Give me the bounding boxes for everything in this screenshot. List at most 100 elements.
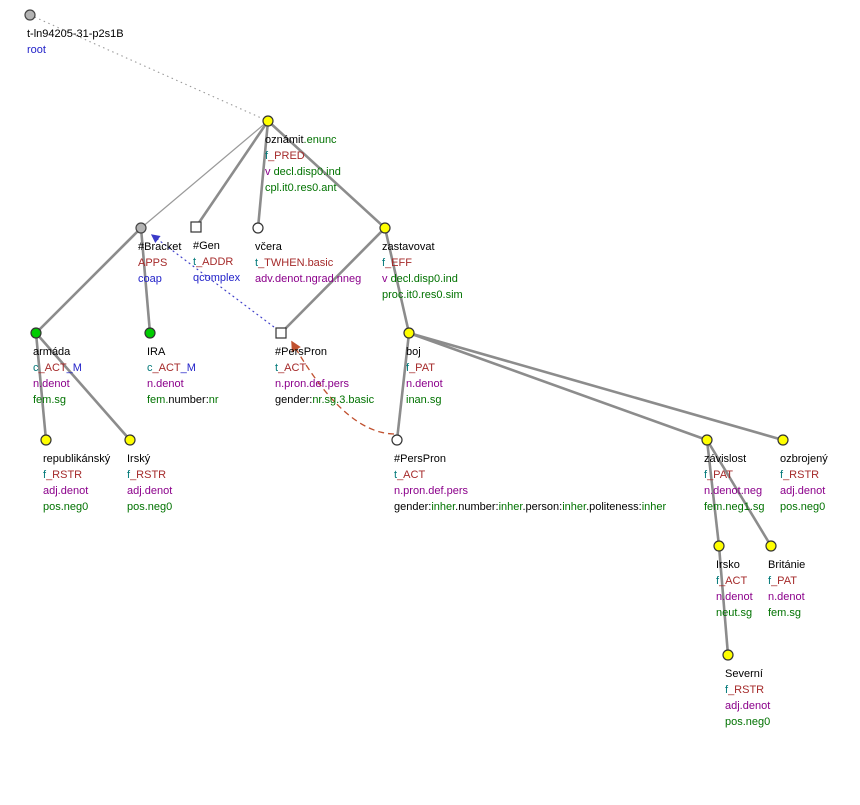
node-label-ozbrojeny-line2: f_RSTR: [780, 467, 828, 483]
node-label-ozbrojeny: ozbrojený f_RSTR adj.denot pos.neg0: [780, 451, 828, 515]
label-segment: f: [127, 469, 131, 481]
tree-node-irsko[interactable]: [713, 540, 725, 552]
label-segment: #Gen: [193, 240, 220, 252]
label-segment: #PersPron: [394, 453, 446, 465]
label-segment: _ACT: [278, 362, 307, 374]
tree-node-root[interactable]: [24, 9, 36, 21]
label-segment: včera: [255, 241, 282, 253]
tree-node-vcera[interactable]: [252, 222, 264, 234]
tree-edge-oznamit-vcera: [256, 120, 270, 229]
node-label-zastavovat-line4: proc.it0.res0.sim: [382, 287, 463, 303]
label-segment: f: [265, 150, 269, 162]
node-label-boj-line4: inan.sg: [406, 392, 443, 408]
label-segment: pos.neg0: [780, 501, 826, 513]
tree-edge-oznamit-gen: [194, 120, 270, 228]
tree-node-ozbrojeny[interactable]: [777, 434, 789, 446]
label-segment: n.denot: [406, 378, 443, 390]
label-segment: c: [147, 362, 153, 374]
tree-edge-boj-ozbrojeny: [408, 331, 784, 442]
tree-edge-zavislost-irsko: [705, 439, 721, 547]
label-segment: _M: [66, 362, 82, 374]
node-label-armada-line1: armáda: [33, 344, 82, 360]
tree-node-ira[interactable]: [144, 327, 156, 339]
node-label-irsko-line1: Irsko: [716, 557, 753, 573]
tree-edge-zastavovat-boj: [383, 227, 411, 334]
coref-arrow-perspron2-perspron1: [291, 340, 395, 435]
node-label-bracket-line2: APPS: [138, 255, 181, 271]
label-segment: _PAT: [409, 362, 435, 374]
label-segment: inher: [562, 501, 587, 513]
tree-node-boj[interactable]: [403, 327, 415, 339]
label-segment: _RSTR: [130, 469, 167, 481]
label-segment: t-ln94205-31-p2s1B: [27, 28, 124, 40]
node-label-perspron2-line3: n.pron.def.pers: [394, 483, 666, 499]
label-segment: _PAT: [707, 469, 733, 481]
tree-node-zavislost[interactable]: [701, 434, 713, 446]
label-segment: adj.denot: [780, 485, 826, 497]
label-segment: inher: [498, 501, 523, 513]
node-label-severni-line3: adj.denot: [725, 698, 770, 714]
label-segment: .person:: [522, 501, 563, 513]
node-label-perspron1-line1: #PersPron: [275, 344, 374, 360]
tree-node-perspron2[interactable]: [391, 434, 403, 446]
label-segment: n.pron.def.pers: [394, 485, 468, 497]
node-label-bracket-line1: #Bracket: [138, 239, 181, 255]
tree-node-irsky[interactable]: [124, 434, 136, 446]
tree-node-republikansky[interactable]: [40, 434, 52, 446]
node-label-vcera-line3: adv.denot.ngrad.nneg: [255, 271, 361, 287]
node-label-armada-line2: c_ACT_M: [33, 360, 82, 376]
label-segment: f: [768, 575, 772, 587]
label-segment: inan.sg: [406, 394, 442, 406]
label-segment: Severní: [725, 668, 763, 680]
label-segment: v: [265, 166, 274, 178]
label-segment: _ACT: [397, 469, 426, 481]
node-label-root: t-ln94205-31-p2s1B root: [27, 26, 124, 58]
tree-node-britanie[interactable]: [765, 540, 777, 552]
node-label-perspron1-line2: t_ACT: [275, 360, 374, 376]
label-segment: ozbrojený: [780, 453, 828, 465]
node-label-oznamit-line4: cpl.it0.res0.ant: [265, 180, 341, 196]
tree-node-perspron1[interactable]: [275, 327, 287, 339]
node-label-republikansky-line3: adj.denot: [43, 483, 110, 499]
label-segment: qcomplex: [193, 272, 241, 284]
label-segment: f: [716, 575, 720, 587]
node-label-republikansky-line4: pos.neg0: [43, 499, 110, 515]
tree-node-gen[interactable]: [190, 221, 202, 233]
label-segment: pos.neg0: [127, 501, 173, 513]
label-segment: cpl.it0.res0.ant: [265, 182, 337, 194]
label-segment: _ACT: [152, 362, 181, 374]
node-label-vcera-line1: včera: [255, 239, 361, 255]
tree-node-oznamit[interactable]: [262, 115, 274, 127]
node-label-root-line2: root: [27, 42, 124, 58]
node-label-perspron2-line4: gender:inher.number:inher.person:inher.p…: [394, 499, 666, 515]
node-label-zavislost-line1: závislost: [704, 451, 765, 467]
node-label-britanie-line4: fem.sg: [768, 605, 805, 621]
tree-node-severni[interactable]: [722, 649, 734, 661]
label-segment: fem.sg: [768, 607, 802, 619]
node-label-oznamit-line1: oznámit.enunc: [265, 132, 341, 148]
tree-edge-boj-perspron2: [395, 332, 411, 441]
node-label-ira-line1: IRA: [147, 344, 219, 360]
label-segment: #Bracket: [138, 241, 182, 253]
label-segment: t: [193, 256, 197, 268]
label-segment: _ADDR: [196, 256, 234, 268]
label-segment: Irský: [127, 453, 151, 465]
node-label-perspron2-line1: #PersPron: [394, 451, 666, 467]
label-segment: _EFF: [385, 257, 412, 269]
label-segment: IRA: [147, 346, 166, 358]
node-label-zastavovat-line3: v decl.disp0.ind: [382, 271, 463, 287]
label-segment: adj.denot: [127, 485, 173, 497]
tree-edge-root-oznamit: [29, 14, 269, 122]
tree-node-zastavovat[interactable]: [379, 222, 391, 234]
node-label-zavislost-line3: n.denot.neg: [704, 483, 765, 499]
label-segment: n.pron.def.pers: [275, 378, 349, 390]
tree-node-bracket[interactable]: [135, 222, 147, 234]
tree-edge-bracket-armada: [35, 227, 142, 334]
node-label-gen-line1: #Gen: [193, 238, 240, 254]
tree-node-armada[interactable]: [30, 327, 42, 339]
node-label-severni-line2: f_RSTR: [725, 682, 770, 698]
